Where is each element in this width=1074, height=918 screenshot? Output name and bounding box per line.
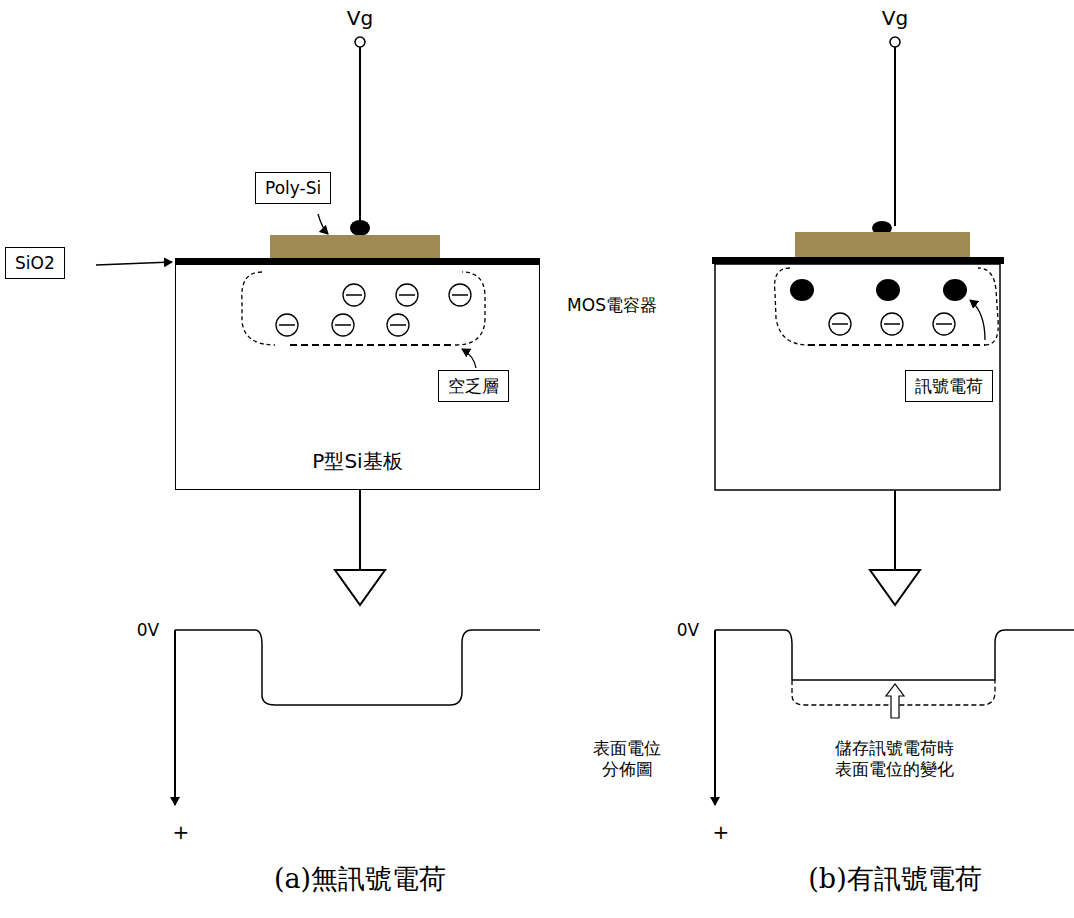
- mos-capacitor-a: [96, 37, 540, 605]
- part-name: Poly-Si: [265, 178, 321, 198]
- substrate-label: P型Si基板: [176, 448, 539, 475]
- axis-title: 表面電位 分佈圖: [588, 738, 666, 781]
- part-name: SiO2: [15, 253, 55, 273]
- terminal-name: Vg: [347, 6, 373, 31]
- caption: (b)有訊號電荷: [808, 862, 981, 896]
- part-name: 訊號電荷: [915, 376, 983, 396]
- label-box: Poly-Si: [255, 172, 331, 204]
- axis-sign: +: [173, 820, 190, 845]
- substrate: P型Si基板 空乏層: [175, 264, 540, 490]
- mos-capacitor-b: [712, 37, 1004, 605]
- part-name: 空乏層: [448, 376, 499, 396]
- axis-sign: +: [713, 820, 730, 845]
- potential-plot-a: [175, 630, 540, 805]
- label-box: 訊號電荷: [905, 370, 993, 402]
- label-box: 空乏層: [438, 370, 509, 402]
- device-name: MOS電容器: [567, 295, 657, 316]
- potential-plot-b: [715, 630, 1074, 805]
- caption: (a)無訊號電荷: [274, 862, 446, 896]
- axis-value: 0V: [677, 620, 699, 641]
- annotation: 儲存訊號電荷時 表面電位的變化: [832, 738, 958, 781]
- axis-value: 0V: [137, 620, 159, 641]
- label-box: SiO2: [5, 247, 65, 279]
- terminal-name: Vg: [882, 6, 908, 31]
